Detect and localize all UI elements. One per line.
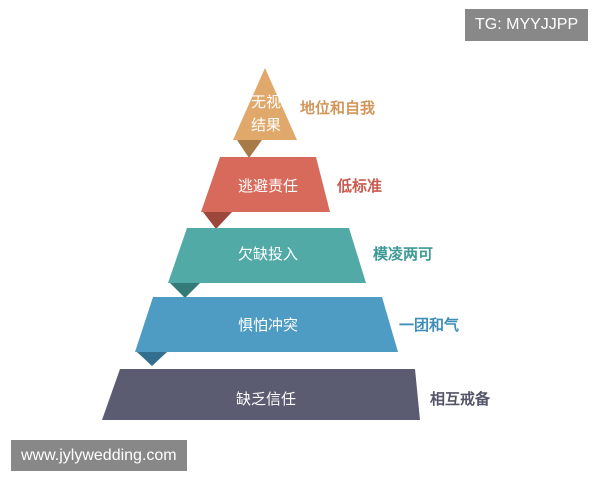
watermark-top-right: TG: MYYJJPP bbox=[465, 9, 589, 41]
level-3-side-label: 模凌两可 bbox=[373, 245, 433, 263]
level-3-label: 欠缺投入 bbox=[238, 245, 298, 263]
level-2-label: 逃避责任 bbox=[238, 177, 298, 195]
level-2-side-label: 低标准 bbox=[336, 177, 382, 195]
level-4-side-label: 一团和气 bbox=[399, 316, 459, 334]
level-1-label-line-1: 无视 bbox=[251, 93, 281, 111]
level-1-fold bbox=[237, 140, 262, 158]
level-3-fold bbox=[170, 283, 200, 298]
level-1-label-line-2: 结果 bbox=[251, 116, 281, 134]
level-3-shape bbox=[168, 228, 366, 283]
level-3: 欠缺投入 模凌两可 bbox=[168, 228, 433, 298]
level-5-label: 缺乏信任 bbox=[236, 390, 296, 408]
level-1-shape bbox=[233, 68, 297, 140]
level-2-fold bbox=[203, 212, 232, 229]
level-1-side-label: 地位和自我 bbox=[300, 99, 375, 117]
watermark-bottom-left: www.jylywedding.com bbox=[11, 440, 187, 471]
level-2: 逃避责任 低标准 bbox=[201, 157, 382, 229]
level-4: 惧怕冲突 一团和气 bbox=[135, 297, 459, 366]
level-5: 缺乏信任 相互戒备 bbox=[102, 369, 491, 420]
level-4-fold bbox=[137, 352, 167, 366]
level-5-side-label: 相互戒备 bbox=[430, 390, 491, 408]
level-5-shape bbox=[102, 369, 420, 420]
level-1: 无视 结果 地位和自我 bbox=[233, 68, 375, 158]
level-2-shape bbox=[201, 157, 330, 212]
level-4-shape bbox=[135, 297, 398, 352]
level-4-label: 惧怕冲突 bbox=[238, 316, 298, 334]
